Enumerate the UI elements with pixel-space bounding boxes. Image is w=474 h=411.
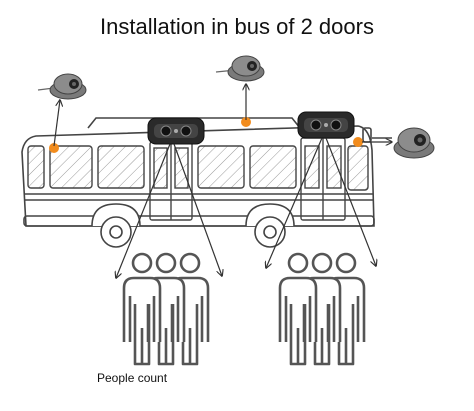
bus-windows [27,145,369,191]
people-counter-camera-icon [297,111,355,139]
bus [21,117,392,227]
mount-point-rear [49,143,59,153]
door-front [300,137,346,221]
bus-doors [149,137,346,221]
people-count-label: People count [97,371,168,385]
window-1 [49,145,93,189]
dome-camera-icon [215,55,265,82]
people-group-front-door [278,252,366,366]
bus-wheels [91,203,295,248]
person-icon [122,252,162,366]
people-group-rear-door [122,252,210,366]
person-icon [278,252,318,366]
window-4 [249,145,297,189]
dome-camera-icon [393,127,435,159]
arrow-counter1-right [173,143,222,276]
dome-camera-icon [37,73,87,100]
window-3 [197,145,245,189]
diagram-title: Installation in bus of 2 doors [100,14,374,39]
door-rear [149,141,193,221]
mount-points [49,117,363,153]
arrow-rear-camera [53,100,60,147]
connection-arrows [53,84,392,278]
mount-point-front [353,137,363,147]
arrow-counter1-left [116,143,171,278]
people-counter-camera-icon [147,117,205,145]
windshield [347,145,369,191]
mount-point-roof [241,117,251,127]
arrow-counter2-right [325,137,376,266]
window-2 [97,145,145,189]
bumper [23,215,375,227]
arrow-counter2-left [266,137,323,268]
window-rear [27,145,45,189]
